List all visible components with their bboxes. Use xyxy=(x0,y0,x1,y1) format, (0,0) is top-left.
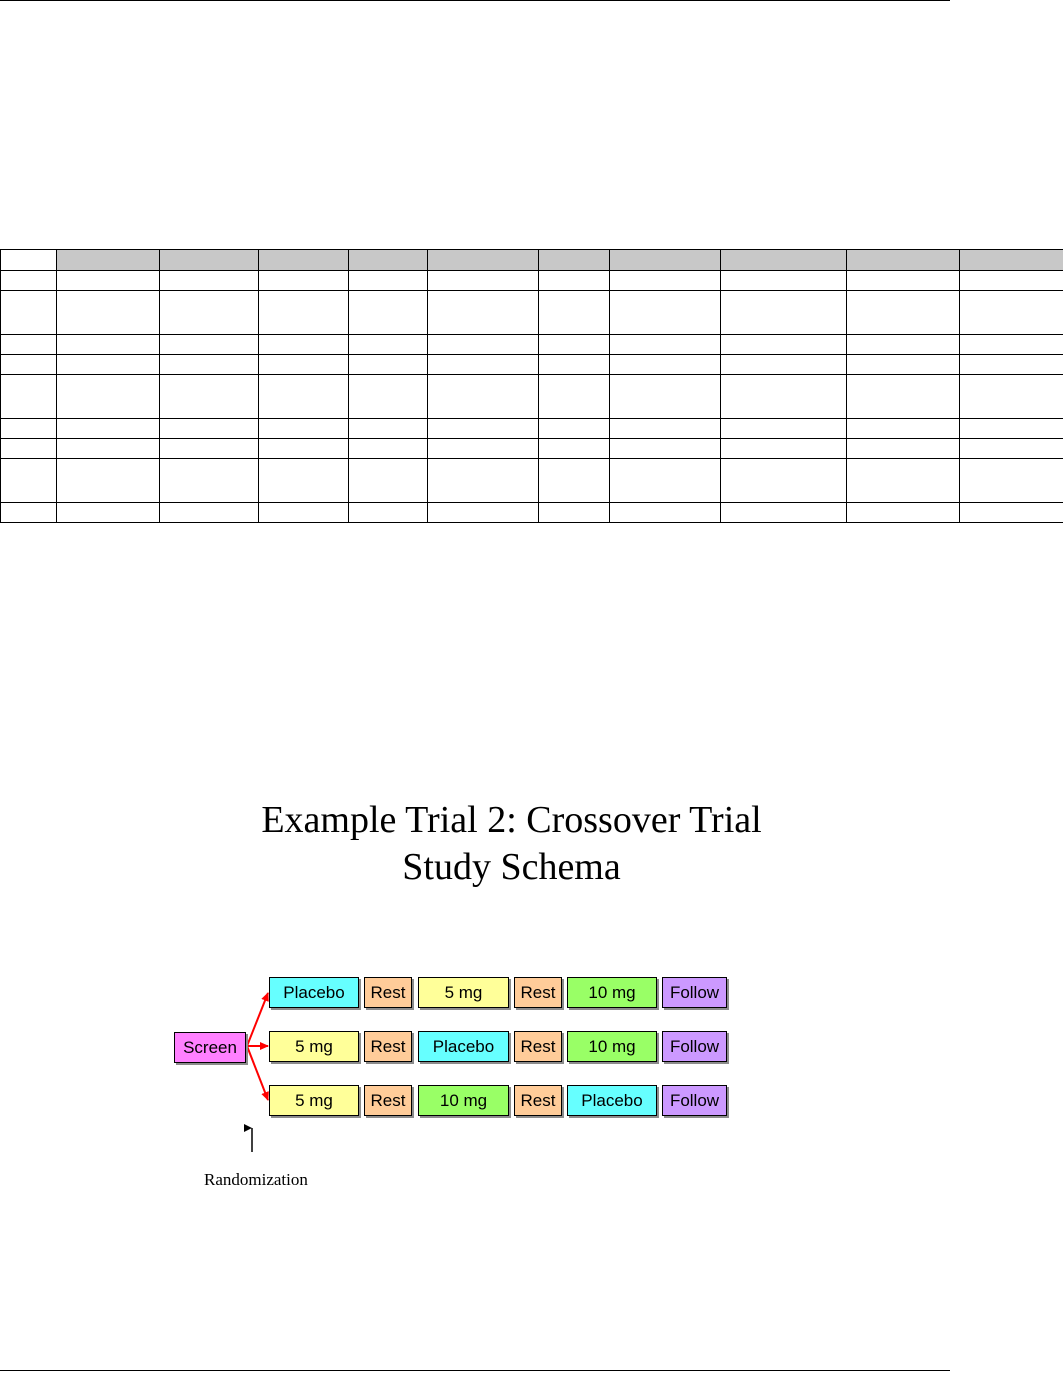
arm-3-step-5-box: Placebo xyxy=(567,1085,657,1116)
schema-title-line-2: Study Schema xyxy=(402,846,621,888)
table-row xyxy=(0,458,1063,503)
table-row xyxy=(0,354,1063,375)
top-rule xyxy=(0,0,950,1)
arm-1-step-6-box: Follow xyxy=(662,977,727,1008)
arm-3-step-4-box: Rest xyxy=(514,1085,562,1116)
grid-table xyxy=(0,249,1063,523)
arm-2-step-3-box: Placebo xyxy=(418,1031,509,1062)
screen-box: Screen xyxy=(174,1032,246,1063)
table-row xyxy=(0,334,1063,355)
table-row xyxy=(0,418,1063,439)
arm-1-step-1-box: Placebo xyxy=(269,977,359,1008)
arm-1-step-2-box: Rest xyxy=(364,977,412,1008)
arm-1-step-3-box: 5 mg xyxy=(418,977,509,1008)
table-row xyxy=(0,374,1063,419)
arm-1-step-5-box: 10 mg xyxy=(567,977,657,1008)
arm-2-step-4-box: Rest xyxy=(514,1031,562,1062)
arm-3-step-6-box: Follow xyxy=(662,1085,727,1116)
arm-3-step-2-box: Rest xyxy=(364,1085,412,1116)
table-row xyxy=(0,290,1063,335)
arm-1-step-4-box: Rest xyxy=(514,977,562,1008)
arm-arrow-1 xyxy=(246,992,269,1047)
schema-title-line-1: Example Trial 2: Crossover Trial xyxy=(261,799,762,841)
arm-2-step-2-box: Rest xyxy=(364,1031,412,1062)
empty-table xyxy=(0,249,1063,530)
bottom-rule xyxy=(0,1370,950,1371)
schema-title: Example Trial 2: Crossover Trial Study S… xyxy=(0,797,1023,891)
table-row xyxy=(0,438,1063,459)
arm-3-step-3-box: 10 mg xyxy=(418,1085,509,1116)
randomization-label: Randomization xyxy=(204,1170,308,1189)
arm-2-step-6-box: Follow xyxy=(662,1031,727,1062)
table-row xyxy=(0,270,1063,291)
arm-arrow-3 xyxy=(246,1045,269,1101)
arm-2-step-1-box: 5 mg xyxy=(269,1031,359,1062)
table-row xyxy=(0,502,1063,523)
table-header-row xyxy=(0,249,1063,271)
arm-3-step-1-box: 5 mg xyxy=(269,1085,359,1116)
arm-2-step-5-box: 10 mg xyxy=(567,1031,657,1062)
